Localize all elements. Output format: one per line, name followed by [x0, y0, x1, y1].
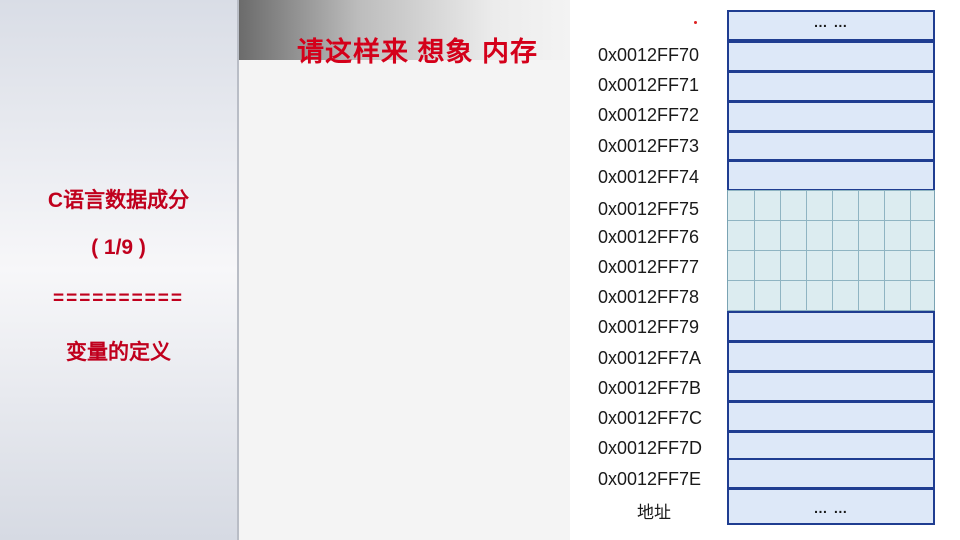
title-banner	[239, 0, 579, 60]
memory-cell-top: … …	[727, 10, 935, 41]
bottom-ellipsis: … …	[813, 500, 849, 516]
grid-line	[728, 280, 934, 281]
address-text: 0x0012FF76	[598, 227, 700, 247]
memory-cell	[727, 401, 935, 432]
topic-label: 变量的定义	[66, 341, 171, 364]
address-text: 0x0012FF78	[598, 287, 700, 307]
address-text: 0x0012FF70	[598, 45, 700, 65]
memory-cell-bottom: … …	[727, 488, 935, 525]
pointer-dot	[694, 21, 697, 24]
memory-cell	[727, 101, 935, 132]
address-text: 0x0012FF7A	[598, 348, 702, 368]
memory-cell	[727, 71, 935, 102]
memory-cell	[727, 431, 935, 460]
address-text: 0x0012FF7B	[598, 378, 702, 398]
progress-indicator: ( 1/9 )	[91, 236, 146, 259]
address-text: 0x0012FF71	[598, 75, 700, 95]
left-panel: C语言数据成分 ( 1/9 ) ========== 变量的定义	[0, 0, 239, 540]
memory-cell	[727, 341, 935, 372]
memory-cell	[727, 371, 935, 402]
highlighted-cell-block	[727, 190, 935, 311]
address-text: 0x0012FF77	[598, 257, 700, 277]
address-text: 0x0012FF75	[598, 199, 700, 219]
address-text: 0x0012FF7E	[598, 469, 702, 489]
address-text: 0x0012FF73	[598, 136, 700, 156]
address-text: 0x0012FF72	[598, 105, 700, 125]
memory-cell	[727, 131, 935, 161]
grid-line	[728, 250, 934, 251]
memory-cell	[727, 311, 935, 342]
grid-line	[728, 220, 934, 221]
grid-line	[728, 190, 934, 191]
address-label: 地址	[637, 503, 671, 522]
memory-cell	[727, 160, 935, 191]
grid-line	[728, 310, 934, 311]
address-text: 0x0012FF79	[598, 317, 700, 337]
separator-line: ==========	[53, 288, 184, 309]
address-text: 0x0012FF7C	[598, 408, 703, 428]
memory-cell	[727, 458, 935, 489]
address-text: 0x0012FF7D	[598, 438, 703, 458]
section-heading: C语言数据成分	[47, 189, 190, 212]
top-ellipsis: … …	[813, 14, 849, 30]
memory-cell	[727, 41, 935, 72]
address-text: 0x0012FF74	[598, 167, 700, 187]
slide-title: 请这样来 想象 内存	[297, 37, 539, 67]
